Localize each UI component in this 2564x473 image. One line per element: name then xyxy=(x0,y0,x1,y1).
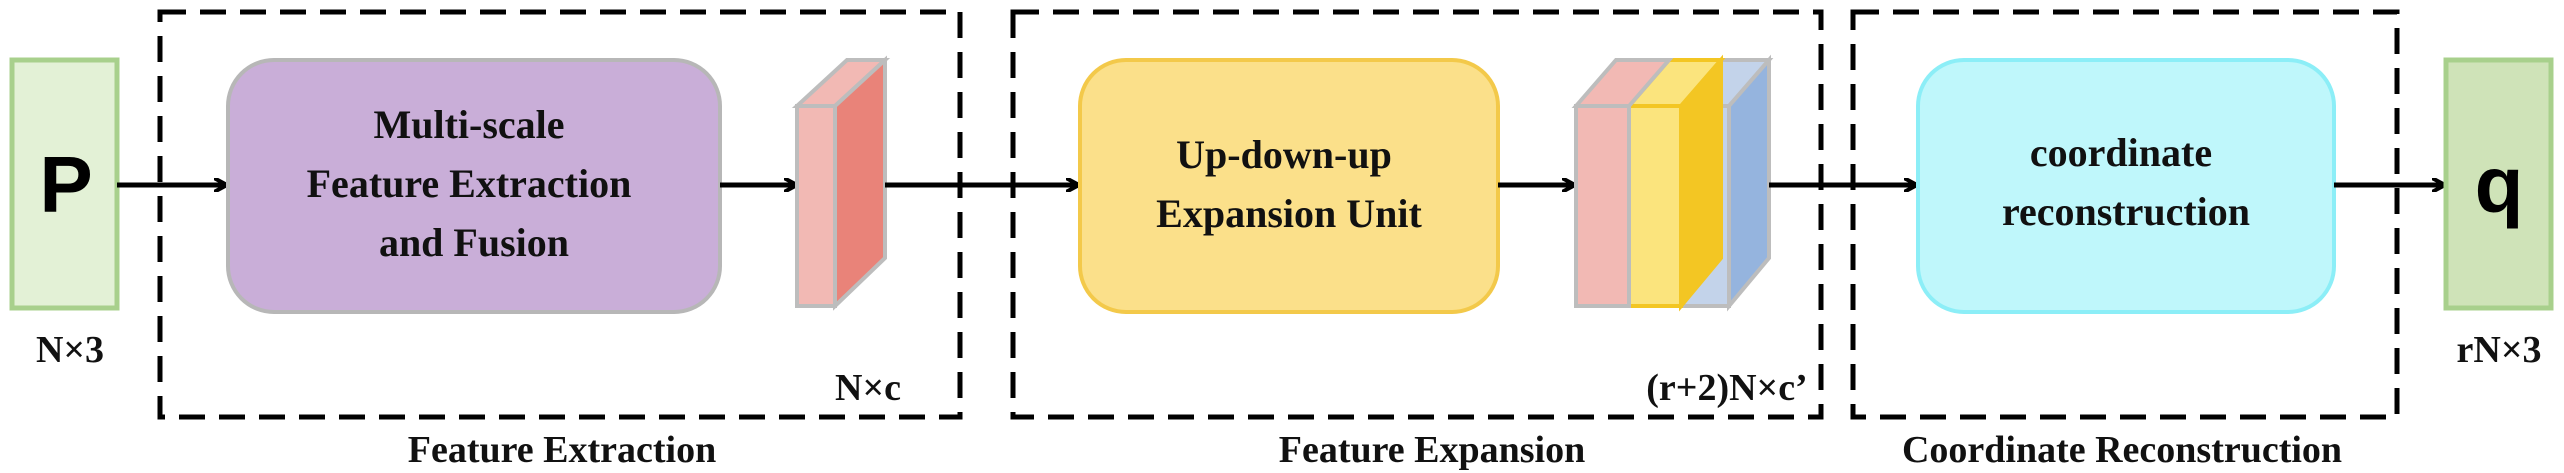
feature-extraction-line-2: Feature Extraction xyxy=(307,161,632,206)
expansion-unit-block xyxy=(1078,58,1500,314)
feature-extraction-block-text: Multi-scale Feature Extraction and Fusio… xyxy=(307,102,642,265)
feature-expansion-caption: Feature Expansion xyxy=(1279,429,1586,471)
reconstruction-line-1: coordinate xyxy=(2030,130,2212,175)
coordinate-reconstruction-block-text: coordinate reconstruction xyxy=(2002,130,2250,234)
feature-map-nxc xyxy=(791,55,891,311)
feature-red-front xyxy=(1574,104,1631,308)
output-label: q xyxy=(2475,140,2524,229)
expansion-unit-block-text: Up-down-up Expansion Unit xyxy=(1156,132,1422,236)
feature-extraction-section xyxy=(157,9,963,420)
output-dims-label: rN×3 xyxy=(2457,329,2542,371)
feature-expansion-section xyxy=(1010,9,1824,420)
feature-nxc-side xyxy=(833,55,887,311)
feature-nxc-front xyxy=(795,104,837,308)
coordinate-reconstruction-caption: Coordinate Reconstruction xyxy=(1902,429,2342,471)
feature-blue-side xyxy=(1727,54,1771,312)
feature-cube-red xyxy=(1571,58,1674,308)
coordinate-reconstruction-section xyxy=(1850,9,2400,420)
reconstruction-line-2: reconstruction xyxy=(2002,189,2250,234)
feature-nxc-dims-label: N×c xyxy=(835,367,901,409)
expanded-feature-dims-label: (r+2)N×c’ xyxy=(1646,367,1807,409)
feature-extraction-caption: Feature Extraction xyxy=(408,429,717,471)
expanded-feature-maps xyxy=(1571,54,1774,312)
input-label: P xyxy=(39,140,92,229)
output-point-cloud-box xyxy=(2443,57,2554,311)
expansion-unit-line-2: Expansion Unit xyxy=(1156,191,1422,236)
coordinate-reconstruction-block xyxy=(1916,58,2336,314)
feature-cube-yellow xyxy=(1624,54,1726,312)
feature-yellow-front xyxy=(1627,104,1683,308)
input-dims-label: N×3 xyxy=(36,329,104,371)
feature-extraction-line-3: and Fusion xyxy=(379,220,569,265)
expansion-unit-line-1: Up-down-up xyxy=(1176,132,1392,177)
input-point-cloud-box xyxy=(9,57,120,311)
feature-extraction-line-1: Multi-scale xyxy=(373,102,564,147)
